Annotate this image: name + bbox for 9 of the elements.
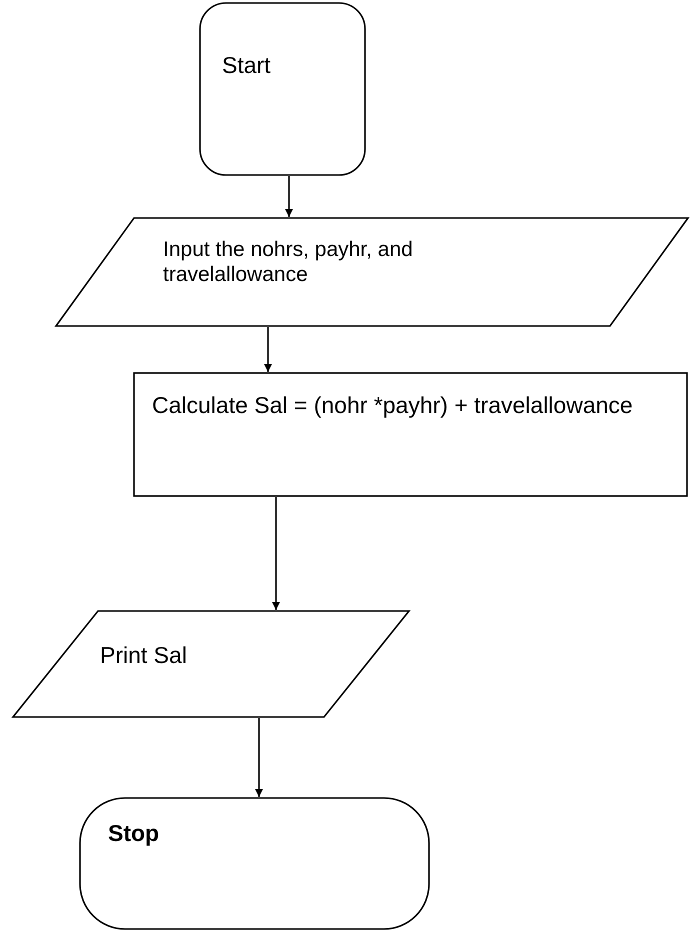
node-text: Start: [222, 52, 272, 80]
node-text: Calculate Sal = (nohr *payhr) + travelallowance: [152, 392, 634, 420]
arrow: [272, 497, 280, 610]
node-text: Input the nohrs, payhr, and travelallowance: [163, 237, 414, 288]
node-text: Print Sal: [100, 642, 188, 670]
arrow: [255, 718, 263, 797]
node-text: Stop: [108, 820, 160, 848]
arrow: [264, 327, 272, 372]
arrow: [285, 176, 293, 217]
